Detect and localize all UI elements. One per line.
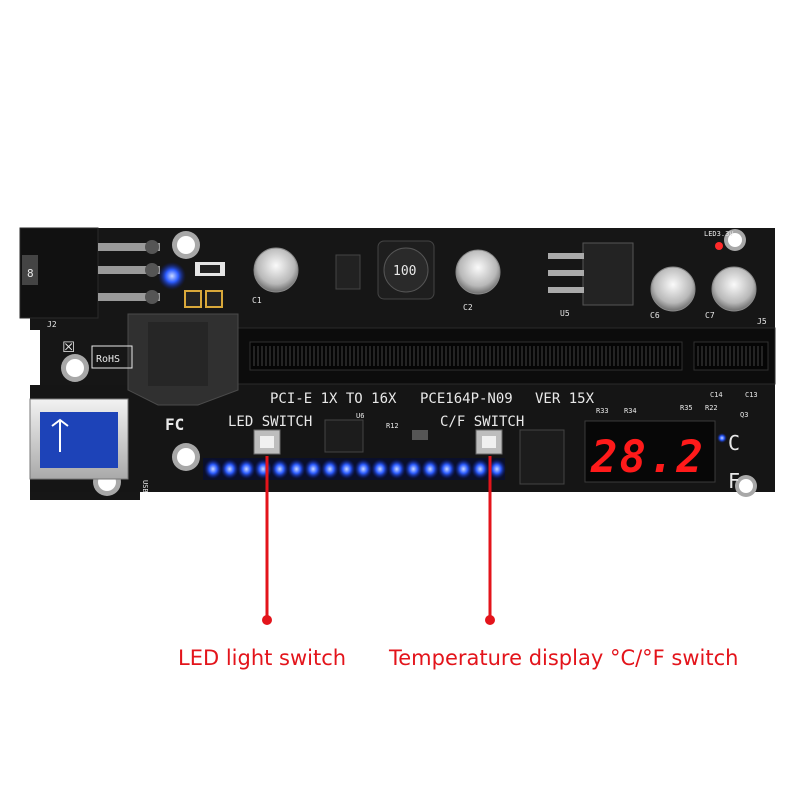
mounting-hole — [172, 231, 200, 259]
celsius-label: C — [728, 431, 740, 455]
led-switch-callout: LED light switch — [178, 646, 347, 670]
temperature-display: R33 R34 R35 R22 C14 C13 Q3 28.2 — [584, 391, 758, 483]
blue-led — [254, 459, 273, 479]
svg-text:C13: C13 — [745, 391, 758, 399]
blue-led — [471, 459, 490, 479]
blue-led — [387, 459, 406, 479]
blue-led — [487, 459, 506, 479]
blue-led — [237, 459, 256, 479]
power-pins — [98, 240, 160, 304]
led-switch-label: LED SWITCH — [228, 414, 312, 430]
temperature-reading: 28.2 — [590, 432, 705, 483]
blue-led-bar — [203, 458, 506, 480]
led-switch-button[interactable] — [253, 429, 281, 455]
svg-text:8: 8 — [27, 267, 34, 280]
svg-text:C6: C6 — [650, 311, 660, 320]
fahrenheit-label: F — [728, 469, 740, 493]
blue-led — [421, 459, 440, 479]
svg-text:R34: R34 — [624, 407, 637, 415]
svg-text:RoHS: RoHS — [96, 354, 120, 365]
capacitor: C1 — [252, 247, 299, 305]
svg-text:VER 15X: VER 15X — [535, 391, 595, 407]
mounting-hole — [735, 475, 757, 497]
voltage-regulator: U5 — [548, 242, 634, 318]
mounting-hole — [61, 354, 89, 382]
svg-text:R22: R22 — [705, 404, 718, 412]
celsius-indicator-led — [717, 433, 727, 443]
pcie-x16-slot — [237, 327, 776, 385]
mounting-hole — [172, 443, 200, 471]
capacitor: C6 — [650, 266, 696, 320]
blue-led — [220, 459, 239, 479]
svg-text:J2: J2 — [47, 320, 57, 329]
blue-led — [437, 459, 456, 479]
svg-text:LED3.3V: LED3.3V — [704, 230, 734, 238]
ic-chip — [324, 419, 364, 453]
cf-switch-label: C/F SWITCH — [440, 414, 524, 430]
blue-led — [304, 459, 323, 479]
svg-text:PCI-E 1X TO 16X: PCI-E 1X TO 16X — [270, 391, 397, 407]
capacitor: C2 — [455, 249, 501, 312]
blue-led — [454, 459, 473, 479]
cf-switch-callout-line — [485, 456, 495, 625]
usb-port: USB — [29, 398, 149, 493]
blue-led — [371, 459, 389, 479]
fc-mark: FC — [165, 415, 184, 434]
svg-text:100: 100 — [393, 264, 416, 279]
blue-led — [337, 459, 356, 479]
svg-text:U6: U6 — [356, 412, 364, 420]
svg-text:C14: C14 — [710, 391, 723, 399]
blue-led — [320, 459, 339, 479]
svg-text:J5: J5 — [757, 317, 767, 326]
power-led — [158, 262, 186, 290]
cf-switch-button[interactable] — [475, 429, 503, 455]
temperature-switch-callout: Temperature display °C/°F switch — [389, 646, 739, 670]
svg-text:R33: R33 — [596, 407, 609, 415]
blue-led — [404, 459, 423, 479]
red-led — [715, 242, 723, 250]
svg-text:R35: R35 — [680, 404, 693, 412]
mounting-hole — [724, 229, 746, 251]
slot-latch — [127, 313, 239, 406]
ic-chip — [335, 254, 361, 290]
inductor: 100 — [377, 240, 435, 300]
svg-text:U5: U5 — [560, 309, 570, 318]
svg-text:PCE164P-N09: PCE164P-N09 — [420, 391, 513, 407]
warning-bin-icon: ☒ — [62, 333, 75, 358]
blue-led — [354, 459, 373, 479]
svg-text:C2: C2 — [463, 303, 473, 312]
blue-led — [204, 459, 222, 479]
blue-led — [287, 459, 306, 479]
svg-text:USB: USB — [141, 480, 149, 493]
svg-text:C1: C1 — [252, 296, 262, 305]
svg-text:Q3: Q3 — [740, 411, 748, 419]
svg-text:C7: C7 — [705, 311, 715, 320]
led-switch-callout-line — [262, 456, 272, 625]
capacitor: C7 — [705, 266, 757, 320]
svg-text:R12: R12 — [386, 422, 399, 430]
rohs-mark: RoHS — [91, 345, 133, 369]
blue-led — [270, 459, 289, 479]
ic-chip — [519, 429, 565, 485]
